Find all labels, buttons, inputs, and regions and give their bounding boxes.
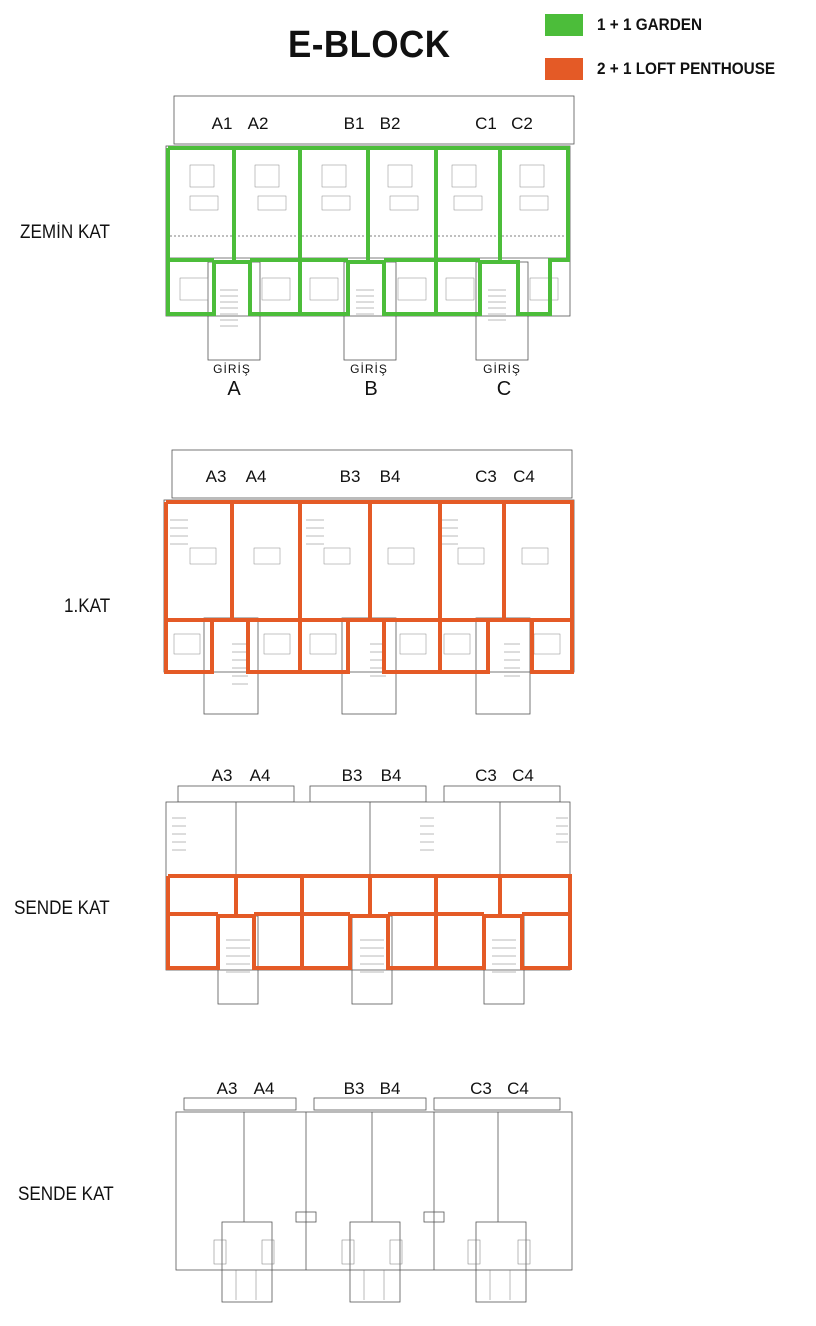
floor-label-sende-2: SENDE KAT xyxy=(18,1184,114,1205)
unit-label: A3 xyxy=(205,467,227,486)
unit-label: B4 xyxy=(380,766,402,785)
unit-label: B2 xyxy=(379,114,401,133)
unit-label: C4 xyxy=(512,766,534,785)
unit-label: B3 xyxy=(339,467,361,486)
entrance-label: GİRİŞ xyxy=(483,362,521,376)
sende-floor-plan-2 xyxy=(175,1097,573,1303)
unit-label: A4 xyxy=(253,1079,275,1098)
unit-label: A2 xyxy=(247,114,269,133)
unit-label: C1 xyxy=(475,114,497,133)
legend-item-penthouse: 2 + 1 LOFT PENTHOUSE xyxy=(545,58,795,80)
entrance-letter: B xyxy=(364,378,378,400)
entrance-label: GİRİŞ xyxy=(213,362,251,376)
entrance-letter: C xyxy=(496,378,512,400)
legend-swatch-green xyxy=(545,14,583,36)
unit-label: A4 xyxy=(245,467,267,486)
ground-floor-highlight xyxy=(166,146,570,316)
unit-label: A3 xyxy=(216,1079,238,1098)
entrance-label: GİRİŞ xyxy=(350,362,388,376)
unit-label: C2 xyxy=(511,114,533,133)
unit-label: A1 xyxy=(211,114,233,133)
unit-label: A4 xyxy=(249,766,271,785)
unit-label: C4 xyxy=(507,1079,529,1098)
legend-item-garden: 1 + 1 GARDEN xyxy=(545,14,714,36)
floor-label-sende-1: SENDE KAT xyxy=(14,898,110,919)
page-title: E-BLOCK xyxy=(288,24,451,66)
legend-swatch-orange xyxy=(545,58,583,80)
unit-label: A3 xyxy=(211,766,233,785)
entrance-letter: A xyxy=(227,378,241,400)
first-floor-highlight xyxy=(164,500,574,674)
floor-label-first: 1.KAT xyxy=(64,596,111,617)
unit-label: B3 xyxy=(341,766,363,785)
unit-label: B4 xyxy=(379,467,401,486)
unit-label: B3 xyxy=(343,1079,365,1098)
unit-label: C3 xyxy=(475,467,497,486)
legend-label: 2 + 1 LOFT PENTHOUSE xyxy=(597,59,776,78)
unit-label: C3 xyxy=(475,766,497,785)
unit-label: C4 xyxy=(513,467,535,486)
legend-label: 1 + 1 GARDEN xyxy=(597,15,703,34)
unit-label: C3 xyxy=(470,1079,492,1098)
unit-label: B4 xyxy=(379,1079,401,1098)
unit-label: B1 xyxy=(343,114,365,133)
sende-floor-highlight xyxy=(166,874,572,970)
floor-label-ground: ZEMİN KAT xyxy=(20,222,110,243)
